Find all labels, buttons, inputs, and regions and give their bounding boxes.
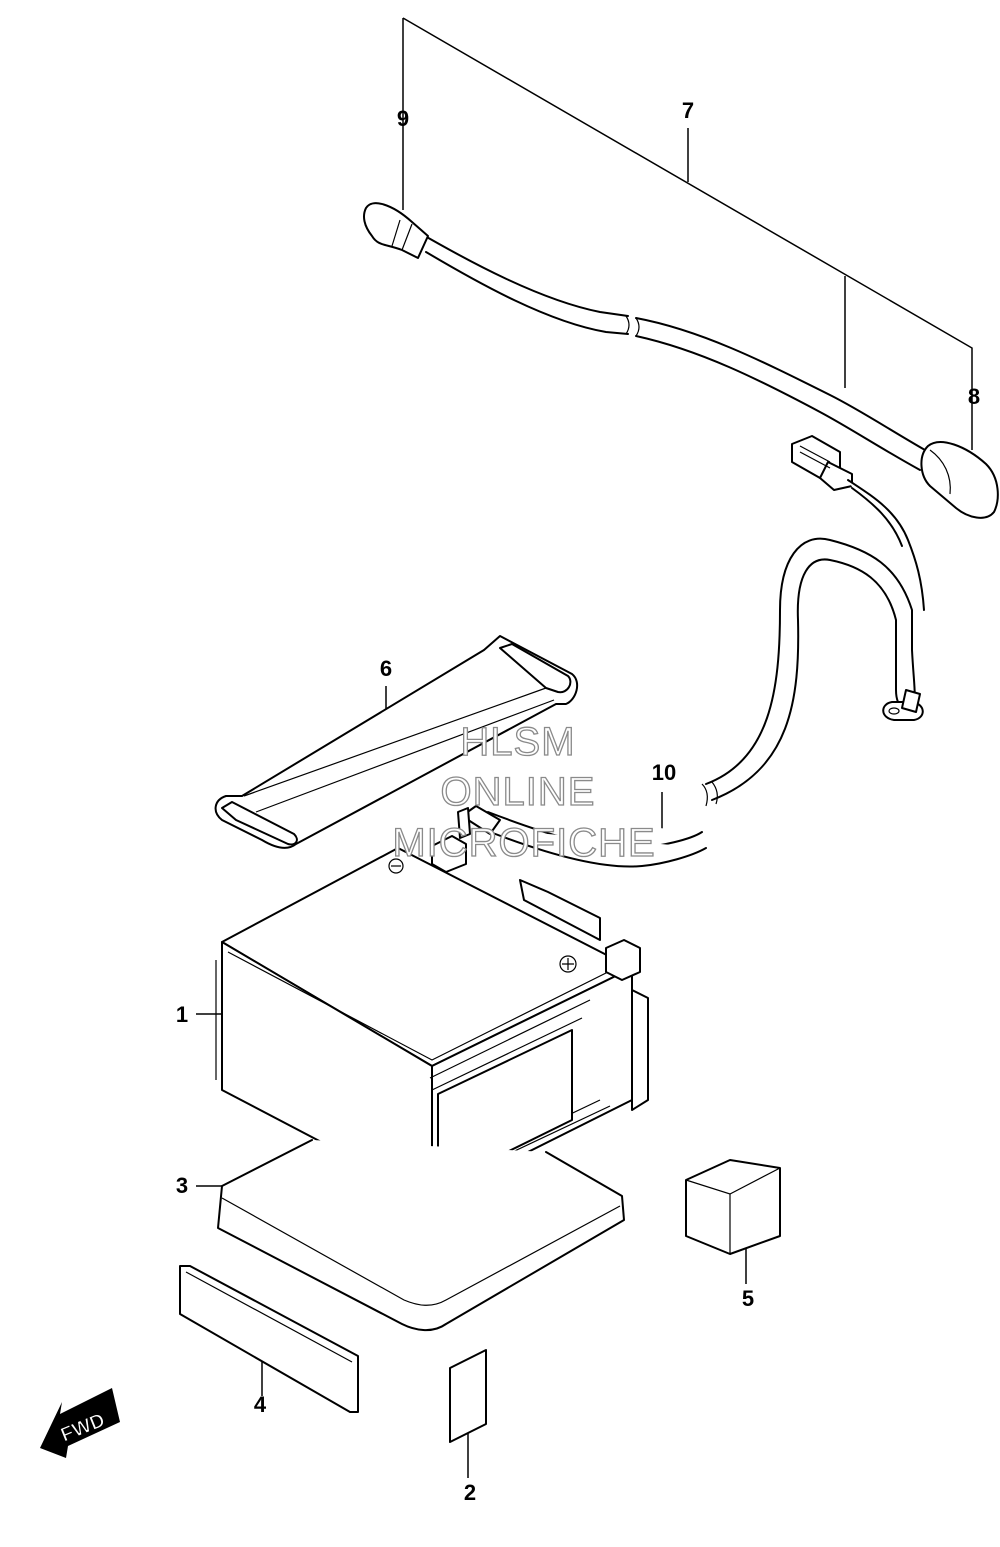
battery-tray-pad [196, 1139, 625, 1331]
callout-7: 7 [682, 98, 694, 123]
callout-5: 5 [742, 1286, 754, 1311]
cushion-block [685, 1159, 781, 1284]
callout-8: 8 [968, 384, 980, 409]
label-plate [449, 1349, 487, 1478]
battery [196, 835, 649, 1201]
callout-9: 9 [397, 106, 409, 131]
callout-3: 3 [176, 1173, 188, 1198]
watermark-line3: MICROFICHE [392, 821, 655, 865]
battery-cable-positive [363, 17, 999, 519]
callout-2: 2 [464, 1480, 476, 1505]
spacer-strip [179, 1265, 359, 1413]
watermark-line2: ONLINE [441, 770, 596, 814]
callout-6: 6 [380, 656, 392, 681]
forward-arrow-icon: FWD [40, 1388, 120, 1458]
callout-1: 1 [176, 1002, 188, 1027]
callouts: 1 2 3 4 5 6 7 8 9 10 [176, 98, 980, 1505]
callout-4: 4 [254, 1392, 267, 1417]
battery-cable-negative [457, 435, 925, 868]
battery-strap [214, 635, 579, 849]
watermark-line1: HLSM [460, 720, 575, 764]
callout-10: 10 [652, 760, 676, 785]
watermark: HLSM ONLINE MICROFICHE [392, 719, 656, 865]
